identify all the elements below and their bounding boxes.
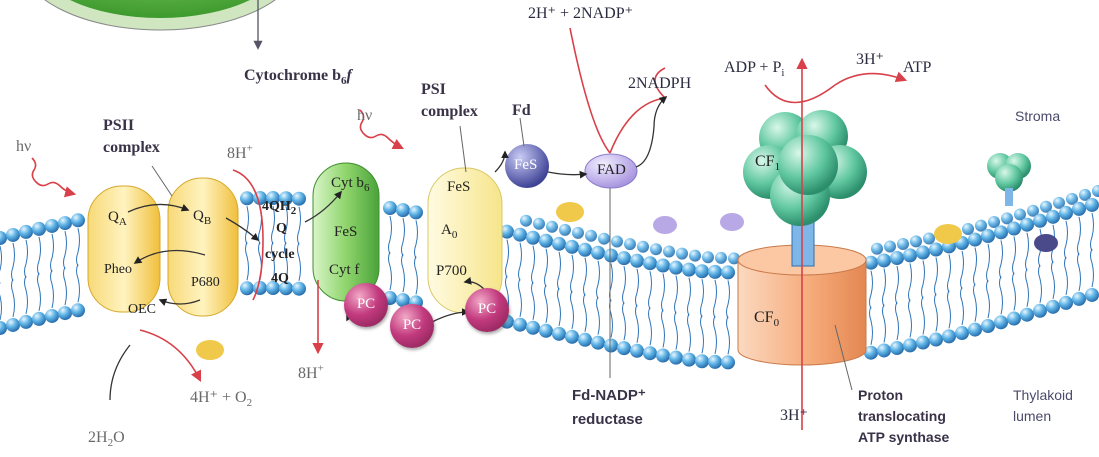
thylakoid-label-1: Thylakoid <box>1013 387 1073 403</box>
psii-label-line2: complex <box>103 139 160 156</box>
atp-label: ATP <box>903 59 932 76</box>
p700-label: P700 <box>436 263 467 279</box>
h4-o2-label: 4H⁺ + O2 <box>190 389 253 410</box>
psi-label-line1: PSI <box>421 81 446 98</box>
psii-complex <box>87 177 239 317</box>
qb-label: QB <box>193 208 212 227</box>
thylakoid-label-2: lumen <box>1013 408 1052 424</box>
atp-synthase-stalk <box>791 221 815 267</box>
psii-label-line1: PSII <box>103 117 135 134</box>
chloroplast-outline <box>44 0 276 31</box>
pc-protein-2: PC <box>390 304 434 348</box>
hv-label-psii: hν <box>16 138 32 155</box>
membrane-lipid-heads <box>0 184 1099 370</box>
proton-label-1: Proton <box>858 387 904 403</box>
fd-fes-label: FeS <box>514 157 538 173</box>
leader-lines <box>151 117 853 391</box>
proton-label-2: translocating <box>858 408 946 424</box>
nadph-output-label: 2NADPH <box>628 75 692 92</box>
electron-flow-arrows <box>109 96 668 401</box>
q-cycle-q: Q <box>276 221 287 236</box>
small-protein-yellow <box>556 202 584 222</box>
stroma-label: Stroma <box>1015 108 1061 124</box>
a0-label: A0 <box>441 222 458 241</box>
red-flow-arrows <box>31 27 908 430</box>
oec-label: OEC <box>128 302 156 317</box>
fd-label: Fd <box>512 102 531 119</box>
fad-label: FAD <box>597 162 626 178</box>
small-atp-synthase <box>987 153 1031 206</box>
water-label: 2H2O <box>88 429 125 450</box>
small-protein-dark <box>1034 234 1058 252</box>
cyt-fes-label: FeS <box>334 224 358 240</box>
membrane-lipid-tails <box>0 205 1094 355</box>
nadp-input-label: 2H⁺ + 2NADP⁺ <box>528 5 634 22</box>
h8-bottom-label: 8H+ <box>298 362 324 382</box>
cyt-b6-label: Cyt b6 <box>331 175 370 194</box>
psi-label-line2: complex <box>421 103 478 120</box>
cf1-label: CF1 <box>755 153 781 174</box>
q-cycle-4q: 4Q <box>271 271 289 286</box>
cf1-head <box>743 110 867 226</box>
fd-fes-sphere <box>505 144 549 188</box>
p680-label: P680 <box>191 275 220 290</box>
h3-top-label: 3H⁺ <box>856 51 884 68</box>
h3-bottom-label: 3H⁺ <box>780 407 808 424</box>
cf0-label: CF0 <box>754 309 780 330</box>
small-protein-lilac <box>653 216 677 234</box>
pc-protein-3: PC <box>465 288 509 332</box>
psi-fes-label: FeS <box>447 179 471 195</box>
hv-label-psi: hν <box>357 107 373 124</box>
adp-pi-label: ADP + Pi <box>724 59 785 80</box>
q-cycle-cycle: cycle <box>265 247 295 262</box>
small-protein-lilac-2 <box>720 213 744 231</box>
pheo-label: Pheo <box>104 262 132 277</box>
proton-label-3: ATP synthase <box>858 429 950 445</box>
small-protein-yellow-3 <box>196 340 224 360</box>
cytochrome-b6f-label: Cytochrome b6f <box>244 67 352 88</box>
q-cycle-qh2: 4QH2 <box>262 199 297 217</box>
h8-top-label: 8H+ <box>227 142 253 162</box>
qa-label: QA <box>108 209 127 228</box>
reductase-label-1: Fd-NADP⁺ <box>572 387 646 404</box>
small-protein-yellow-2 <box>934 224 962 244</box>
cyt-f-label: Cyt f <box>329 262 360 278</box>
reductase-label-2: reductase <box>572 411 643 428</box>
pc-protein-1: PC <box>344 283 388 327</box>
